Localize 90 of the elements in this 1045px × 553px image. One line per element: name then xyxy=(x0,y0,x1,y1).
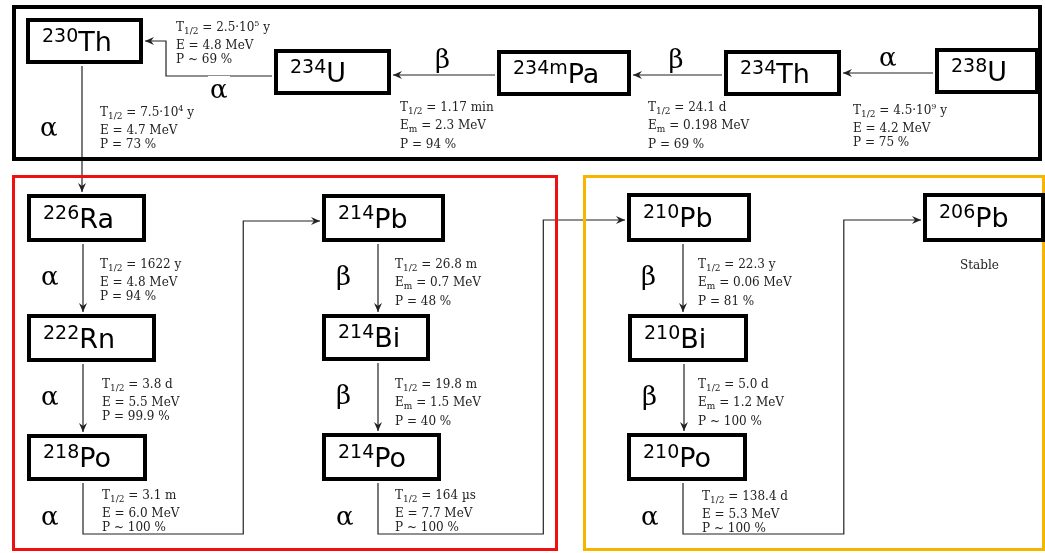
nuclide-box xyxy=(26,18,143,64)
decay-data: E = 5.5 MeV xyxy=(102,395,180,410)
decay-data: T$_{1/2}$ = 138.4 d xyxy=(702,489,789,508)
nuclide-box xyxy=(322,194,445,242)
nuclide-box xyxy=(497,50,631,96)
decay-data: T$_{1/2}$ = 2.5·10$^{5}$ y xyxy=(176,18,271,39)
decay-arrow xyxy=(374,243,382,313)
nuclide-box xyxy=(274,49,391,95)
decay-data: P ~ 100 % xyxy=(698,413,763,428)
nuclide-box xyxy=(724,50,841,96)
decay-data: P = 73 % xyxy=(100,137,158,152)
nuclide-symbol: $^{214}$Po xyxy=(338,443,407,471)
decay-arrow xyxy=(374,362,382,432)
nuclide-symbol: $^{214}$Bi xyxy=(338,324,401,351)
decay-data: T$_{1/2}$ = 1622 y xyxy=(100,257,182,276)
nuclide-symbol: $^{234}$Th xyxy=(740,59,810,87)
decay-data: E = 4.7 MeV xyxy=(100,123,179,138)
decay-arrow xyxy=(79,243,87,313)
decay-arrow xyxy=(377,216,626,535)
decay-data: T$_{1/2}$ = 7.5·10$^{4}$ y xyxy=(100,103,195,124)
nuclide-symbol: $^{210}$Bi xyxy=(644,324,707,352)
decay-data: T$_{1/2}$ = 1.17 min xyxy=(400,100,494,119)
decay-data: T$_{1/2}$ = 4.5·10$^{9}$ y xyxy=(853,101,948,122)
nuclide-box xyxy=(322,314,430,361)
nuclide-box xyxy=(322,433,441,481)
decay-data: E = 4.8 MeV xyxy=(176,38,255,53)
nuclide-symbol: $^{210}$Pb xyxy=(643,204,713,231)
decay-data: P = 81 % xyxy=(698,293,756,308)
nuclide-box xyxy=(627,433,747,481)
nuclide-box xyxy=(628,314,748,362)
decay-data: P = 48 % xyxy=(395,293,453,308)
decay-data: E = 6.0 MeV xyxy=(102,506,180,521)
decay-arrow xyxy=(680,363,688,432)
decay-data: P ~ 100 % xyxy=(102,520,167,535)
decay-data: T$_{1/2}$ = 26.8 m xyxy=(395,257,479,276)
nuclide-symbol: $^{234m}$Pa xyxy=(513,59,600,87)
decay-arrow xyxy=(144,37,273,77)
group-frame xyxy=(583,175,1045,551)
decay-data: P = 75 % xyxy=(853,135,911,150)
decay-data: T$_{1/2}$ = 3.1 m xyxy=(102,488,178,507)
nuclide-symbol: $^{230}$Th xyxy=(42,27,112,55)
decay-data: P = 99.9 % xyxy=(102,409,171,424)
decay-data: E = 4.8 MeV xyxy=(100,275,179,290)
decay-data: E = 4.2 MeV xyxy=(853,121,932,136)
decay-data: P = 94 % xyxy=(100,289,158,304)
decay-arrow xyxy=(79,363,87,433)
decay-data: P ~ 100 % xyxy=(395,520,460,535)
group-frame xyxy=(12,5,1042,161)
nuclide-symbol: $^{238}$U xyxy=(951,57,1008,85)
decay-data: P ~ 69 % xyxy=(176,52,234,67)
nuclide-symbol: $^{218}$Po xyxy=(43,444,112,471)
nuclide-box xyxy=(923,193,1045,242)
decay-arrow xyxy=(82,217,321,535)
decay-data: T$_{1/2}$ = 5.0 d xyxy=(698,377,770,396)
decay-arrow xyxy=(632,71,723,79)
nuclide-box xyxy=(27,194,146,242)
decay-data: T$_{1/2}$ = 24.1 d xyxy=(648,100,728,119)
nuclide-box xyxy=(27,434,147,481)
decay-data: E$_{m}$ = 0.7 MeV xyxy=(395,275,481,294)
nuclide-box xyxy=(627,193,751,242)
decay-data: E = 5.3 MeV xyxy=(702,507,781,522)
nuclide-symbol: $^{210}$Po xyxy=(643,443,712,471)
decay-data: P = 40 % xyxy=(395,413,453,428)
nuclide-symbol: $^{234}$U xyxy=(290,58,347,86)
decay-data: P = 94 % xyxy=(400,136,458,151)
nuclide-box xyxy=(935,48,1039,94)
decay-data: T$_{1/2}$ = 3.8 d xyxy=(102,377,174,396)
decay-arrow xyxy=(78,65,86,193)
decay-arrow xyxy=(682,216,922,535)
nuclide-box xyxy=(27,314,156,362)
nuclide-symbol: $^{222}$Rn xyxy=(43,324,116,352)
decay-data: P = 69 % xyxy=(648,136,706,151)
decay-data: E$_{m}$ = 2.3 MeV xyxy=(400,118,487,137)
nuclide-symbol: $^{226}$Ra xyxy=(43,204,114,232)
decay-arrow xyxy=(392,71,496,79)
decay-data: T$_{1/2}$ = 22.3 y xyxy=(698,257,777,276)
decay-arrow xyxy=(842,69,934,77)
decay-data: E$_{m}$ = 1.5 MeV xyxy=(395,395,481,414)
nuclide-symbol: $^{214}$Pb xyxy=(338,204,408,232)
decay-data: T$_{1/2}$ = 164 µs xyxy=(395,488,476,507)
decay-data: T$_{1/2}$ = 19.8 m xyxy=(395,377,479,396)
decay-arrow xyxy=(679,243,687,313)
decay-data: P ~ 100 % xyxy=(702,521,767,536)
decay-data: E = 7.7 MeV xyxy=(395,506,474,521)
decay-data: E$_{m}$ = 1.2 MeV xyxy=(698,395,784,414)
nuclide-symbol: $^{206}$Pb xyxy=(939,204,1009,231)
decay-data: E$_{m}$ = 0.06 MeV xyxy=(698,275,792,294)
group-frame xyxy=(12,175,558,551)
decay-data: Stable xyxy=(960,258,999,272)
decay-data: E$_{m}$ = 0.198 MeV xyxy=(648,118,750,137)
